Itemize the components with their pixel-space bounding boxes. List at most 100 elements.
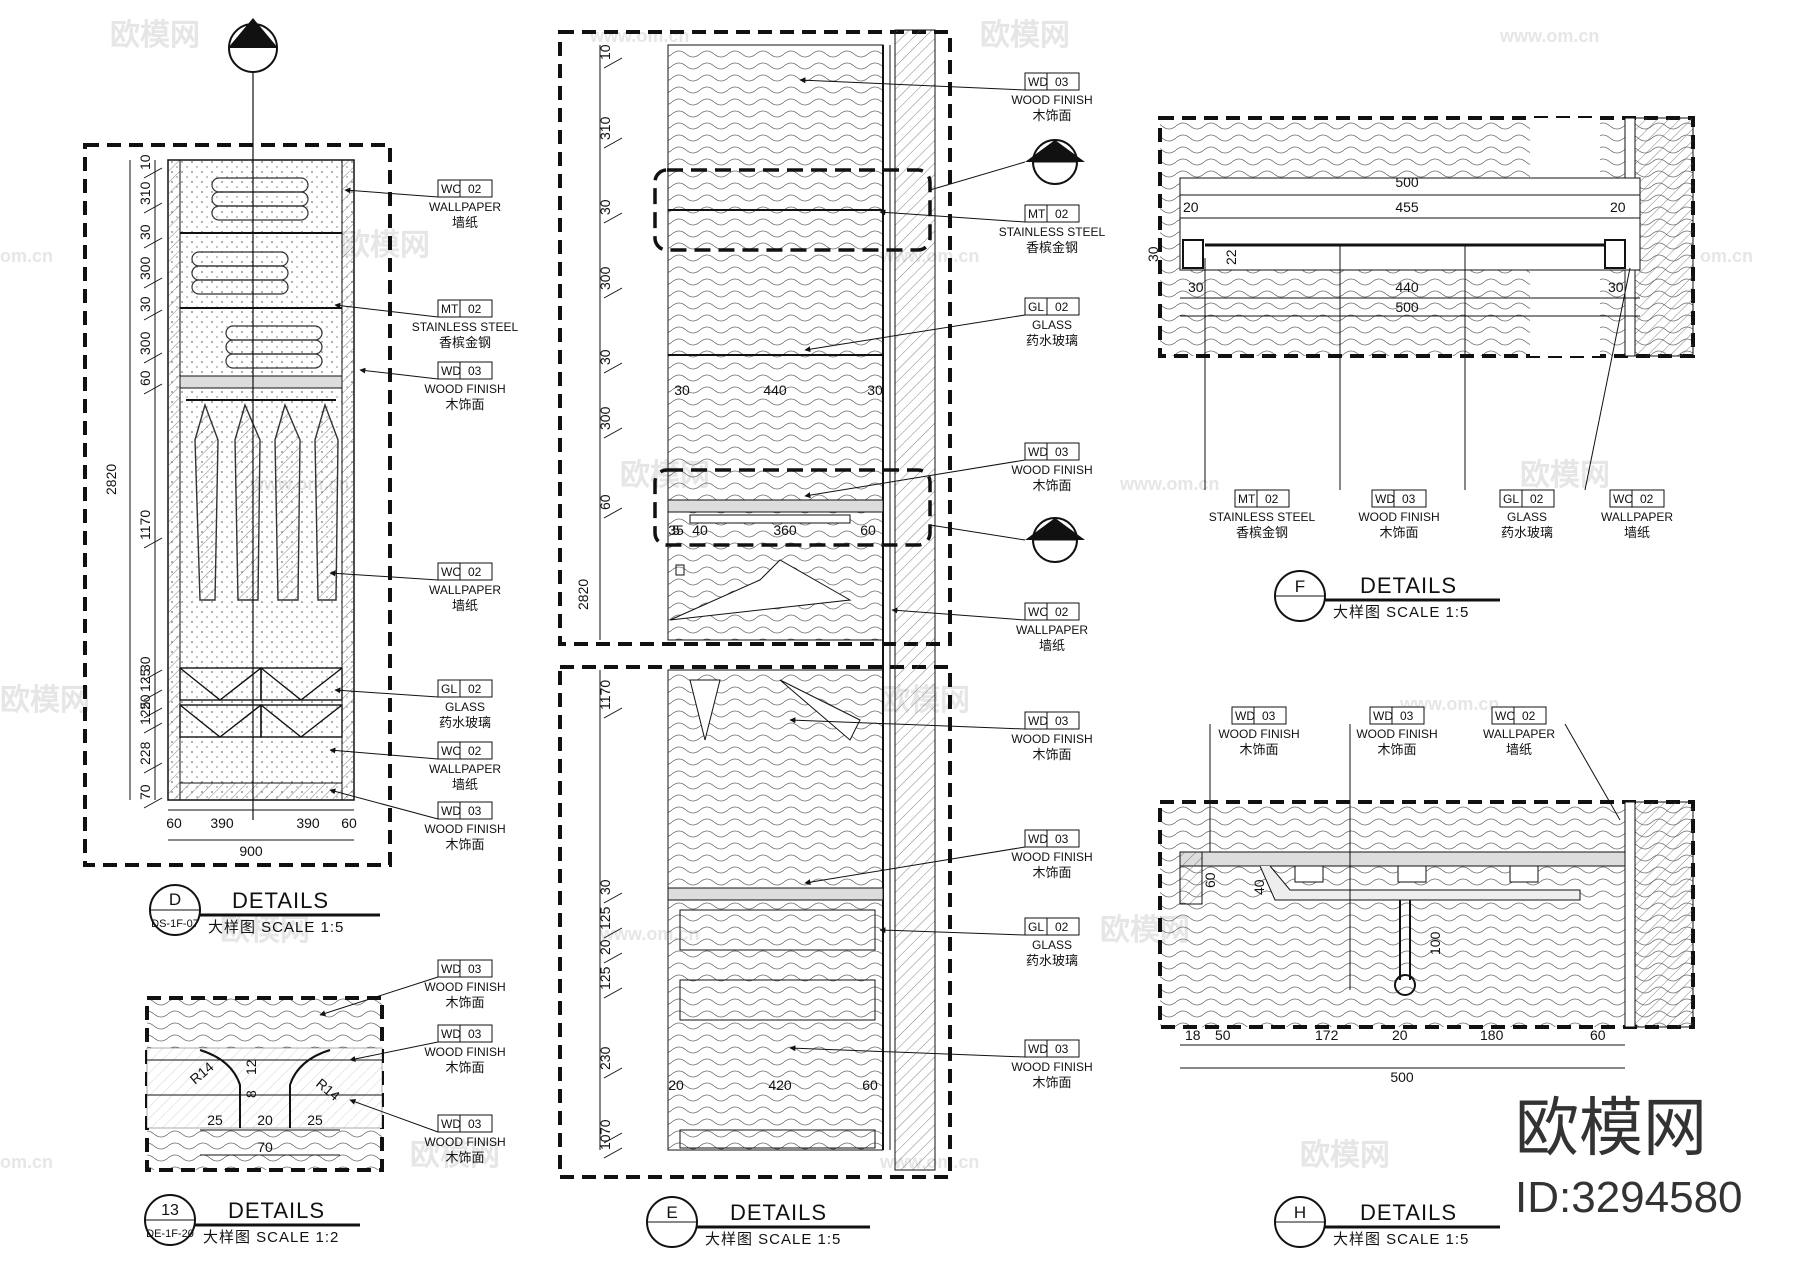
watermark: 欧模网 [1300, 1139, 1390, 1172]
callout-f: F [1025, 139, 1085, 185]
material-number: 02 [468, 682, 482, 696]
detail-e-boundary-upper [558, 30, 952, 646]
watermark: www.om.cn [1499, 26, 1599, 46]
material-code: WD [1028, 714, 1048, 728]
material-code: WC [441, 565, 461, 579]
watermark: 欧模网 [110, 19, 200, 52]
dimension: 10 [137, 154, 153, 170]
material-name-zh: 木饰面 [1032, 747, 1071, 762]
dimension: 20 [257, 1112, 273, 1128]
dimension: 390 [296, 815, 320, 831]
material-name-zh: 墙纸 [452, 215, 478, 230]
material-number: 02 [1055, 920, 1069, 934]
callout-letter: H [1049, 523, 1061, 540]
material-name-zh: 木饰面 [1239, 742, 1278, 757]
dimension: 360 [773, 522, 797, 538]
dimension: 20 [668, 1077, 684, 1093]
material-code: WD [1373, 709, 1393, 723]
material-name-zh: 木饰面 [445, 995, 484, 1010]
material-number: 03 [1055, 714, 1069, 728]
wall-section [894, 29, 936, 1171]
dimension: 500 [1395, 174, 1419, 190]
material-code: WD [1028, 832, 1048, 846]
material-code: WD [1028, 445, 1048, 459]
dimension: 60 [860, 522, 876, 538]
dimension: 455 [1395, 199, 1419, 215]
title-letter: 13 [161, 1202, 179, 1219]
watermark: 欧模网 [980, 19, 1070, 52]
material-number: 02 [1055, 605, 1069, 619]
brand-block: 欧模网 ID:3294580 [1515, 1092, 1743, 1222]
material-code: WC [441, 744, 461, 758]
detail-13: R14 R14 8 12 25 20 25 70 [145, 996, 384, 1172]
material-name-en: GLASS [1032, 318, 1072, 332]
material-number: 03 [1055, 445, 1069, 459]
hanger [669, 559, 852, 621]
material-name-zh: 木饰面 [445, 837, 484, 852]
material-name-zh: 木饰面 [1379, 525, 1418, 540]
material-number: 02 [1265, 492, 1279, 506]
dimension: 440 [1395, 279, 1419, 295]
material-number: 03 [1262, 709, 1276, 723]
dimension: 10 [597, 44, 613, 60]
dimension: 5 [672, 522, 680, 538]
material-number: 02 [1055, 207, 1069, 221]
dimension: 35 [668, 522, 684, 538]
material-name-en: STAINLESS STEEL [1209, 510, 1316, 524]
material-code: MT [441, 302, 459, 316]
material-name-en: WALLPAPER [429, 762, 501, 776]
hanging-clothes [194, 402, 339, 601]
material-code: WD [441, 364, 461, 378]
dimension: 30 [1188, 279, 1204, 295]
dimension-total: 900 [239, 843, 263, 859]
material-name-en: WOOD FINISH [1011, 1060, 1092, 1074]
dimension: 30 [674, 382, 690, 398]
material-code: GL [1028, 300, 1044, 314]
dimension: 25 [307, 1112, 323, 1128]
dimension: 30 [1608, 279, 1624, 295]
drawer-top [667, 887, 884, 901]
dimension: 30 [1145, 246, 1161, 262]
dimension: 230 [597, 1046, 613, 1070]
dimension: 20 [137, 694, 153, 710]
title-ref: DE-1F-20 [146, 1228, 194, 1240]
material-number: 03 [468, 962, 482, 976]
dimension: 30 [867, 382, 883, 398]
material-name-zh: 药水玻璃 [1026, 333, 1078, 348]
dimension: 20 [597, 939, 613, 955]
material-name-en: WOOD FINISH [1011, 463, 1092, 477]
dimension: 100 [1427, 931, 1443, 955]
material-number: 02 [1522, 709, 1536, 723]
detail-e-boundary-lower [558, 665, 952, 1179]
material-name-zh: 墙纸 [1624, 525, 1650, 540]
material-number: 02 [1530, 492, 1544, 506]
watermark: 欧模网 [1520, 459, 1610, 492]
material-code: WD [1375, 492, 1395, 506]
watermark: www.om.cn [589, 26, 689, 46]
dimension: 440 [763, 382, 787, 398]
material-number: 03 [468, 1027, 482, 1041]
material-name-zh: 木饰面 [1032, 108, 1071, 123]
dimension: 60 [862, 1077, 878, 1093]
dimension: 30 [597, 879, 613, 895]
dimension: 500 [1395, 299, 1419, 315]
material-name-en: WOOD FINISH [424, 822, 505, 836]
drawer [679, 979, 876, 1021]
drawers [179, 667, 343, 738]
dimension: 420 [768, 1077, 792, 1093]
material-name-zh: 墙纸 [452, 777, 478, 792]
material-code: GL [1028, 920, 1044, 934]
material-number: 03 [468, 804, 482, 818]
material-name-en: WOOD FINISH [424, 980, 505, 994]
material-code: WD [1235, 709, 1255, 723]
material-code: WC [441, 182, 461, 196]
title-letter: E [666, 1203, 677, 1222]
